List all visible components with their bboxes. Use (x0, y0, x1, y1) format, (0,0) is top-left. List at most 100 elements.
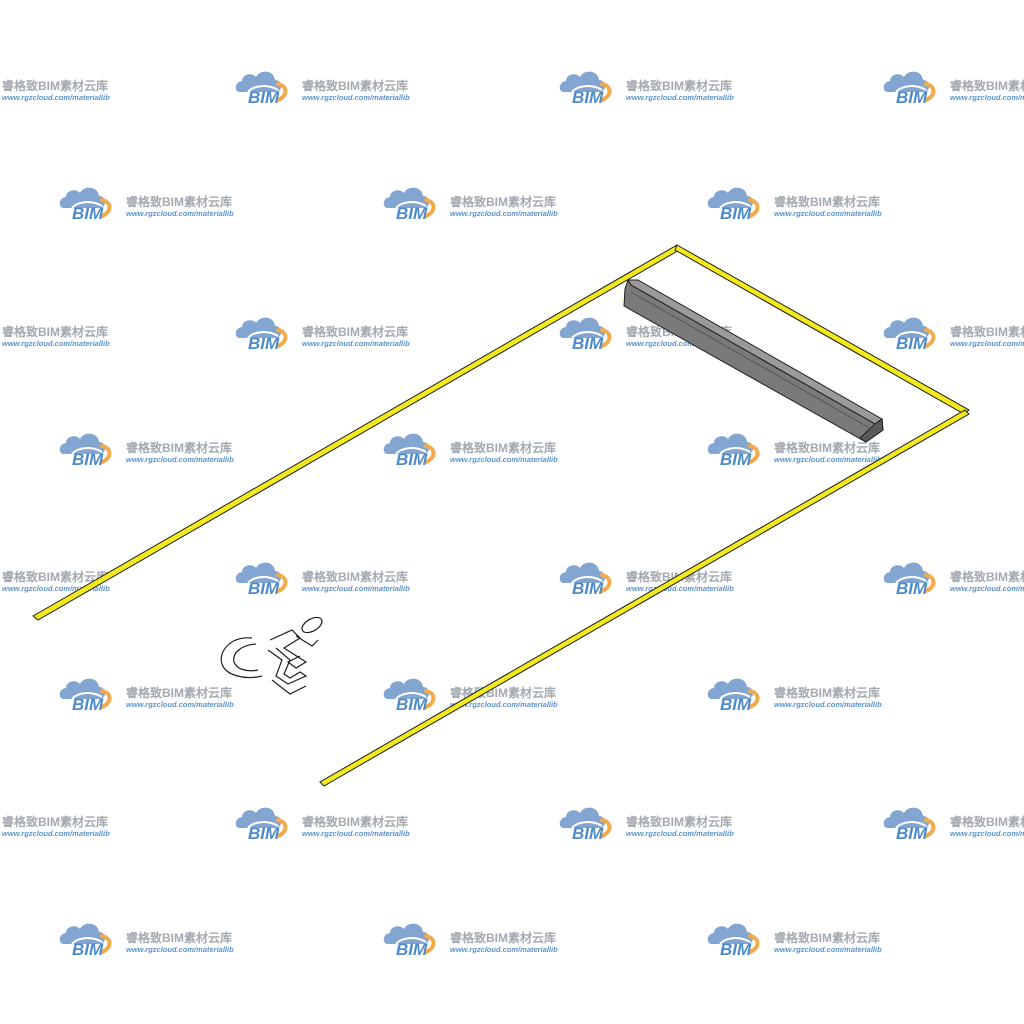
watermark-brand: BIM (896, 824, 928, 843)
watermark-title: 睿格致BIM素材云库 (950, 569, 1024, 584)
watermark: BIM 睿格致BIM素材云库www.rgzcloud.com/materialli… (705, 185, 882, 223)
watermark-title: 睿格致BIM素材云库 (2, 324, 108, 339)
watermark-url: www.rgzcloud.com/materiallib (302, 339, 410, 348)
watermark-title: 睿格致BIM素材云库 (774, 930, 880, 945)
wheel-stop (623, 278, 884, 443)
watermark-brand: BIM (572, 334, 604, 353)
watermark-title: 睿格致BIM素材云库 (450, 440, 556, 455)
watermark-brand: BIM (72, 695, 104, 714)
watermark: BIM睿格致BIM素材云库www.rgzcloud.com/materialli… (2, 814, 110, 838)
watermark: BIM 睿格致BIM素材云库www.rgzcloud.com/materialli… (881, 69, 1024, 107)
watermark-title: 睿格致BIM素材云库 (2, 569, 108, 584)
watermark-brand: BIM (572, 824, 604, 843)
watermark-brand: BIM (572, 88, 604, 107)
watermark-url: www.rgzcloud.com/materiallib (950, 339, 1024, 348)
watermark-title: 睿格致BIM素材云库 (2, 78, 108, 93)
watermark-brand: BIM (248, 334, 280, 353)
watermark: BIM 睿格致BIM素材云库www.rgzcloud.com/materialli… (705, 921, 882, 959)
watermark-url: www.rgzcloud.com/materiallib (950, 93, 1024, 102)
watermark-url: www.rgzcloud.com/materiallib (2, 829, 110, 838)
watermark-brand: BIM (248, 579, 280, 598)
watermark-url: www.rgzcloud.com/materiallib (302, 584, 410, 593)
watermark-url: www.rgzcloud.com/materiallib (450, 700, 558, 709)
watermark-url: www.rgzcloud.com/materiallib (626, 339, 734, 348)
watermark-url: www.rgzcloud.com/materiallib (774, 209, 882, 218)
watermark-url: www.rgzcloud.com/materiallib (302, 829, 410, 838)
watermark-title: 睿格致BIM素材云库 (302, 78, 408, 93)
watermark-url: www.rgzcloud.com/materiallib (2, 584, 110, 593)
watermark-title: 睿格致BIM素材云库 (126, 685, 232, 700)
watermark-brand: BIM (396, 695, 428, 714)
watermark-url: www.rgzcloud.com/materiallib (126, 455, 234, 464)
watermark-brand: BIM (72, 940, 104, 959)
watermark-brand: BIM (720, 695, 752, 714)
watermark: BIM 睿格致BIM素材云库www.rgzcloud.com/materialli… (881, 315, 1024, 353)
watermark-brand: BIM (720, 450, 752, 469)
wheelchair-icon (220, 616, 323, 695)
watermark: BIM 睿格致BIM素材云库www.rgzcloud.com/materialli… (705, 676, 882, 714)
watermark: BIM睿格致BIM素材云库www.rgzcloud.com/materialli… (233, 805, 410, 843)
watermark: BIM 睿格致BIM素材云库www.rgzcloud.com/materialli… (557, 69, 734, 107)
watermark-brand: BIM (896, 334, 928, 353)
watermark-url: www.rgzcloud.com/materiallib (450, 209, 558, 218)
watermark-title: 睿格致BIM素材云库 (126, 440, 232, 455)
watermark: BIM 睿格致BIM素材云库www.rgzcloud.com/materialli… (381, 431, 558, 469)
watermark-title: 睿格致BIM素材云库 (302, 569, 408, 584)
watermark-brand: BIM (396, 940, 428, 959)
watermark: BIM 睿格致BIM素材云库www.rgzcloud.com/materialli… (705, 431, 882, 469)
watermark-title: 睿格致BIM素材云库 (626, 814, 732, 829)
watermark-brand: BIM (896, 88, 928, 107)
watermark-url: www.rgzcloud.com/materiallib (450, 945, 558, 954)
watermark-url: www.rgzcloud.com/materiallib (2, 93, 110, 102)
right-stripe (319, 409, 970, 787)
watermark-title: 睿格致BIM素材云库 (302, 814, 408, 829)
watermark: BIM 睿格致BIM素材云库www.rgzcloud.com/materialli… (381, 921, 558, 959)
watermark: BIM 睿格致BIM素材云库www.rgzcloud.com/materialli… (57, 921, 234, 959)
watermark-brand: BIM (720, 940, 752, 959)
watermark-brand: BIM (896, 579, 928, 598)
watermark-title: 睿格致BIM素材云库 (450, 194, 556, 209)
watermark-url: www.rgzcloud.com/materiallib (626, 584, 734, 593)
watermark-title: 睿格致BIM素材云库 (950, 78, 1024, 93)
parking-lines (32, 244, 970, 787)
watermark-url: www.rgzcloud.com/materiallib (950, 829, 1024, 838)
watermark: BIM 睿格致BIM素材云库www.rgzcloud.com/materialli… (233, 560, 410, 598)
watermark-title: 睿格致BIM素材云库 (626, 78, 732, 93)
watermark-brand: BIM (572, 579, 604, 598)
watermark-url: www.rgzcloud.com/materiallib (626, 829, 734, 838)
watermark-url: www.rgzcloud.com/materiallib (774, 945, 882, 954)
watermark-title: 睿格致BIM素材云库 (302, 324, 408, 339)
watermark: BIM 睿格致BIM素材云库www.rgzcloud.com/materialli… (881, 560, 1024, 598)
watermark-brand: BIM (720, 204, 752, 223)
watermark-url: www.rgzcloud.com/materiallib (126, 700, 234, 709)
watermark: BIM 睿格致BIM素材云库www.rgzcloud.com/materialli… (57, 676, 234, 714)
watermark-title: 睿格致BIM素材云库 (450, 930, 556, 945)
watermark: BIM睿格致BIM素材云库www.rgzcloud.com/materialli… (2, 569, 110, 593)
watermark: BIM 睿格致BIM素材云库www.rgzcloud.com/materialli… (881, 805, 1024, 843)
watermark-title: 睿格致BIM素材云库 (126, 930, 232, 945)
watermark: BIM睿格致BIM素材云库www.rgzcloud.com/materialli… (2, 324, 110, 348)
watermark: BIM睿格致BIM素材云库www.rgzcloud.com/materialli… (381, 185, 558, 223)
watermark-url: www.rgzcloud.com/materiallib (450, 455, 558, 464)
watermark-url: www.rgzcloud.com/materiallib (2, 339, 110, 348)
watermark-title: 睿格致BIM素材云库 (950, 814, 1024, 829)
watermark-brand: BIM (396, 450, 428, 469)
watermark-url: www.rgzcloud.com/materiallib (126, 209, 234, 218)
watermark-brand: BIM (72, 450, 104, 469)
watermark-title: 睿格致BIM素材云库 (950, 324, 1024, 339)
watermark: BIM睿格致BIM素材云库www.rgzcloud.com/materialli… (557, 560, 734, 598)
watermark-title: 睿格致BIM素材云库 (774, 194, 880, 209)
watermark-url: www.rgzcloud.com/materiallib (774, 700, 882, 709)
watermark-brand: BIM (72, 204, 104, 223)
watermark-title: 睿格致BIM素材云库 (774, 685, 880, 700)
watermark-title: 睿格致BIM素材云库 (2, 814, 108, 829)
watermark-url: www.rgzcloud.com/materiallib (126, 945, 234, 954)
watermark-url: www.rgzcloud.com/materiallib (774, 455, 882, 464)
watermark-url: www.rgzcloud.com/materiallib (950, 584, 1024, 593)
watermark: BIM 睿格致BIM素材云库www.rgzcloud.com/materialli… (233, 315, 410, 353)
watermark-url: www.rgzcloud.com/materiallib (302, 93, 410, 102)
watermark: BIM 睿格致BIM素材云库www.rgzcloud.com/materialli… (557, 805, 734, 843)
watermark-title: 睿格致BIM素材云库 (774, 440, 880, 455)
watermark-url: www.rgzcloud.com/materiallib (626, 93, 734, 102)
